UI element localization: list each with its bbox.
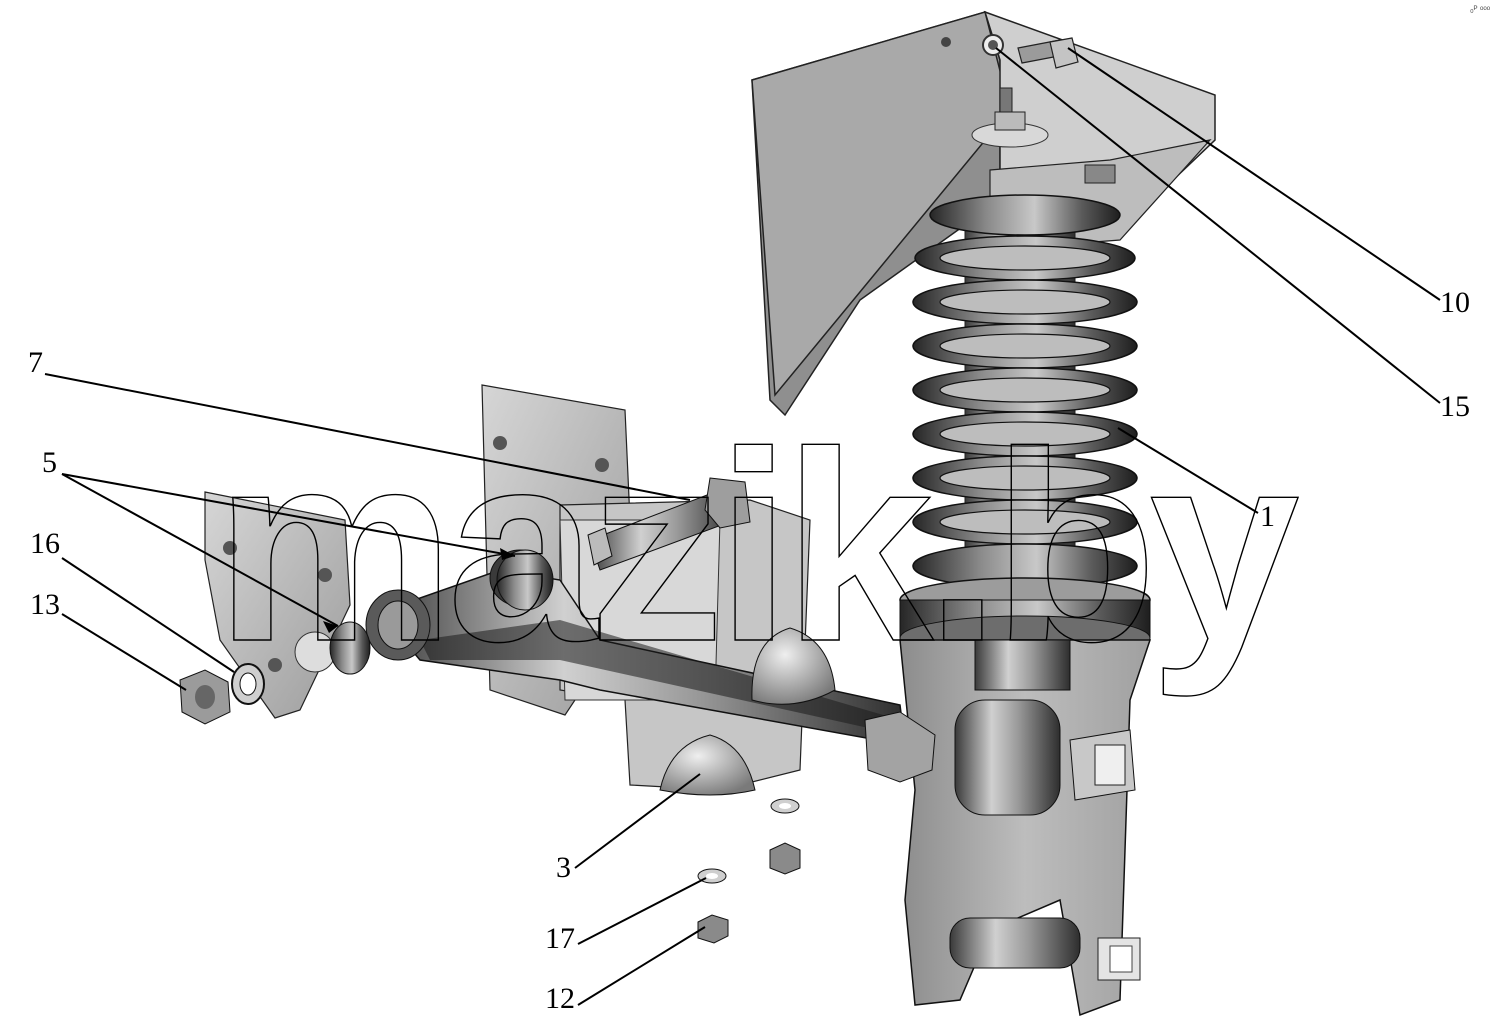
lower-clevis [899,639,1152,1017]
cone-stop-3 [659,627,836,796]
callout-13: 13 [30,588,60,621]
leader-line-1 [1117,427,1259,514]
leader-line-16 [61,557,235,673]
bolt-10 [1017,37,1079,69]
callout-17: 17 [545,922,575,955]
callout-16: 16 [30,527,60,560]
callout-labels: 10 15 1 7 5 16 13 3 17 12 [28,286,1470,1015]
leader-line-15 [995,47,1441,404]
leader-line-12 [577,926,706,1006]
callout-12: 12 [545,982,575,1015]
callout-5: 5 [42,446,57,479]
bolt-7 [587,477,751,571]
callout-15: 15 [1440,390,1470,423]
nut-12 [697,914,729,944]
washer-upper [770,798,800,814]
nut-13 [179,669,231,725]
bushing-5-upper [496,549,554,611]
corner-mark: ₀ᴾ ᵒᵒᵒ [1470,4,1491,14]
leader-line-7 [44,373,691,501]
top-nut-stack [971,87,1116,184]
leader-line-5a [61,473,516,557]
leader-lines [44,47,1441,1006]
callout-7: 7 [28,346,43,379]
left-plate [204,491,351,719]
arrowheads-5 [323,548,515,633]
bushing-5-lower [329,621,371,675]
washer-16 [231,663,265,705]
leader-line-10 [1067,47,1441,301]
leader-line-13 [61,613,187,691]
leader-line-17 [577,877,707,945]
callout-10: 10 [1440,286,1470,319]
leader-line-5b [61,473,339,627]
nut-upper [769,842,801,875]
callout-1: 1 [1260,500,1275,533]
callout-3: 3 [556,851,571,884]
leader-line-3 [574,773,701,869]
watermark: mazik.by [215,397,1301,699]
